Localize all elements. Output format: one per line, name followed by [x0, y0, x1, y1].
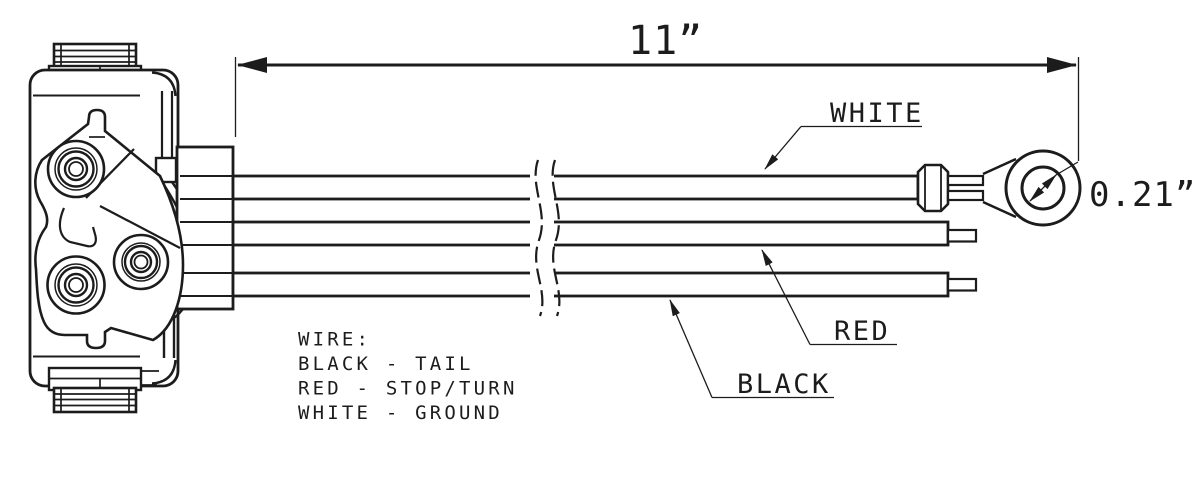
ring-terminal: [916, 149, 1082, 227]
face-pocket: [58, 207, 97, 248]
leader-arrow: [761, 249, 811, 345]
terminal-pin-hole: [133, 254, 149, 270]
wire-function-legend: WIRE: BLACK - TAIL RED - STOP/TURN WHITE…: [298, 329, 518, 425]
terminal-socket-bottom: [46, 255, 106, 315]
black-wire-stripped-tip: [946, 277, 978, 292]
boot-block: [175, 145, 235, 311]
break-mask: [530, 158, 554, 314]
dimension-length-text: 11”: [628, 18, 703, 64]
terminal-boss: [46, 255, 106, 315]
callout-black: BLACK: [669, 299, 834, 400]
break-curve-left: [534, 159, 544, 317]
terminal-ring-inner: [63, 156, 89, 182]
terminal-socket-middle: [112, 233, 170, 291]
callout-white: WHITE: [764, 98, 924, 170]
length-dimension: 11”: [234, 18, 1080, 161]
connector-bottom-flange: [47, 366, 159, 392]
callout-red-label: RED: [834, 316, 890, 347]
terminal-ring: [57, 266, 95, 304]
body-inner-lines: [33, 94, 140, 358]
callout-white-label: WHITE: [830, 98, 924, 129]
connector-bottom-ribs: [52, 386, 138, 414]
wires: [231, 158, 978, 317]
terminal-ring-inner: [63, 272, 89, 298]
terminal-ring-outer: [54, 147, 98, 191]
wire-callouts: WHITE RED BLACK: [669, 98, 924, 400]
legend-entry-black: BLACK - TAIL: [298, 353, 474, 375]
legend-title: WIRE:: [298, 329, 371, 351]
boot-wire-channels: [180, 175, 233, 297]
callout-red: RED: [761, 249, 897, 347]
red-wire-stripped-tip: [946, 228, 978, 243]
rib-ticks: [60, 44, 130, 68]
terminal-ring-outer: [54, 263, 98, 307]
connector-plug: [28, 42, 235, 414]
diameter-arrow-upper: [1041, 174, 1057, 190]
connector-top-ribs: [52, 42, 138, 70]
legend-entry-white: WHITE - GROUND: [298, 402, 503, 424]
white-wire: [231, 174, 920, 201]
leader-arrow: [764, 126, 802, 170]
leader-arrow: [669, 299, 713, 398]
terminal-tongue-upper: [946, 174, 985, 187]
terminal-boss: [46, 139, 106, 199]
crimp-barrel: [916, 163, 950, 213]
rib-lines: [54, 49, 136, 63]
diameter-arrow-lower: [1029, 186, 1045, 202]
callout-black-label: BLACK: [737, 369, 831, 400]
body-inner-corners: [151, 71, 177, 385]
wire-break-symbol: [530, 158, 561, 317]
terminal-pin-hole: [68, 161, 84, 177]
wire-boot: [175, 145, 235, 311]
terminal-tongue-lower: [946, 189, 985, 202]
hole-diameter-arrow: [1029, 161, 1079, 202]
rib-lines: [54, 393, 136, 407]
terminal-ring-outer: [121, 242, 161, 282]
terminal-pin-hole: [68, 277, 84, 293]
terminal-ring: [57, 150, 95, 188]
terminal-ring: [123, 244, 159, 280]
terminal-socket-top: [46, 139, 106, 199]
legend-entry-red: RED - STOP/TURN: [298, 378, 518, 400]
black-wire: [231, 271, 950, 298]
crimp-facets: [924, 165, 942, 211]
diameter-leader-tail: [1055, 161, 1079, 176]
face-ridge-lower: [99, 205, 181, 249]
hole-diameter-text: 0.21”: [1089, 175, 1196, 215]
ring-flare: [982, 157, 1017, 219]
break-curve-right: [551, 159, 561, 317]
terminal-ring-inner: [129, 250, 153, 274]
red-wire: [231, 220, 950, 247]
plate-lines-top: [160, 91, 174, 158]
flange-detail: [49, 370, 159, 390]
rib-ticks: [60, 388, 130, 412]
